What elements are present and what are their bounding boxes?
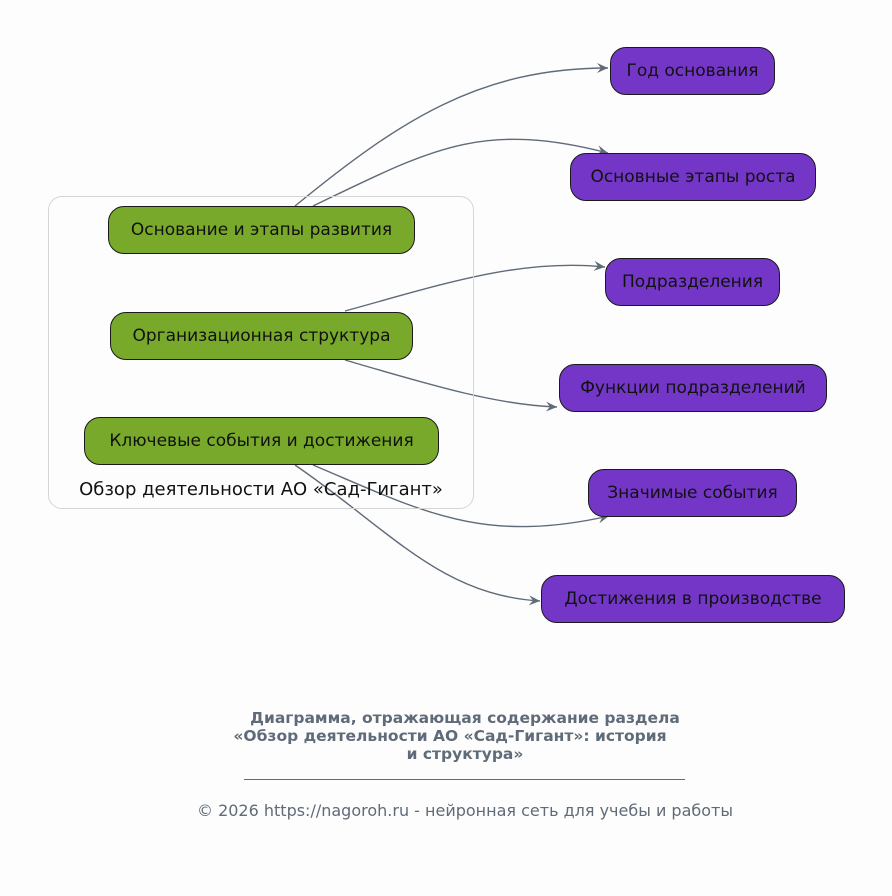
cluster-label: Обзор деятельности АО «Сад-Гигант» [79,479,443,500]
edge-founding-year [294,63,609,207]
node-year[interactable]: Год основания [610,47,775,95]
edge-founding-growth [312,138,609,207]
node-events[interactable]: Ключевые события и достижения [84,417,439,465]
edge-structure-functions [344,359,558,412]
caption-line-3: и структура» [406,745,524,763]
caption-line-2: «Обзор деятельности АО «Сад-Гигант»: ист… [233,727,667,745]
cluster-company-overview [48,196,474,509]
footer-copyright: © 2026 https://nagoroh.ru - нейронная се… [196,801,733,820]
node-achievements[interactable]: Достижения в производстве [541,575,845,623]
edge-events-achievements [294,464,541,606]
node-structure[interactable]: Организационная структура [110,312,413,360]
node-founding[interactable]: Основание и этапы развития [108,206,415,254]
caption-divider [244,779,685,780]
node-significant[interactable]: Значимые события [588,469,797,517]
node-growth[interactable]: Основные этапы роста [570,153,816,201]
caption-line-1: Диаграмма, отражающая содержание раздела [250,709,680,727]
node-divisions[interactable]: Подразделения [605,258,780,306]
edge-structure-divisions [344,260,606,312]
edge-events-significant [312,464,610,528]
node-functions[interactable]: Функции подразделений [559,364,827,412]
